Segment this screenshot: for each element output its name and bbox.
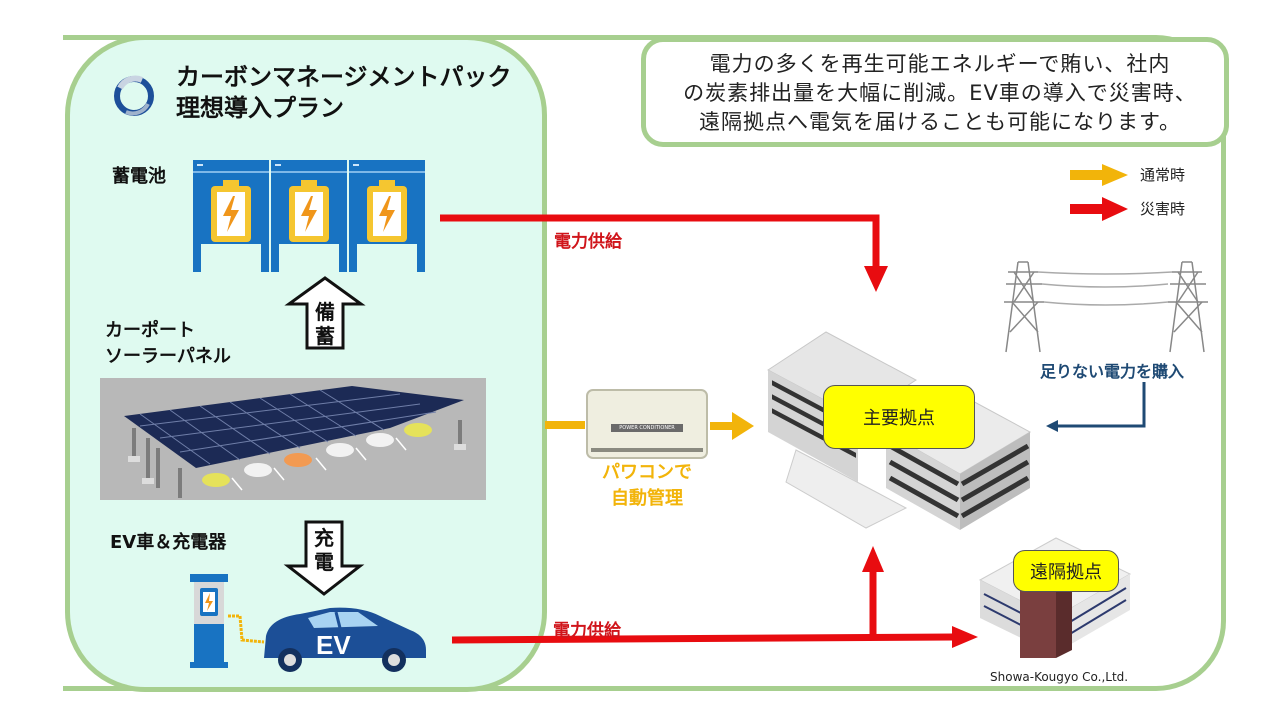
legend-disaster-label: 災害時 [1140, 200, 1186, 218]
main-site-tag: 主要拠点 [823, 385, 975, 449]
grid-purchase-label: 足りない電力を購入 [1040, 362, 1185, 381]
solar-label: カーポート ソーラーパネル [105, 320, 231, 367]
ev-car-icon: EV [264, 607, 426, 672]
solar-to-conditioner-yellow-line [545, 421, 585, 429]
battery-label: 蓄電池 [112, 166, 166, 187]
battery-supply-label: 電力供給 [554, 232, 622, 252]
solar-carport-illustration [100, 378, 486, 500]
power-conditioner-plate: POWER CONDITIONER [619, 425, 675, 431]
remote-site-building-icon [978, 537, 1132, 658]
company-credit: Showa-Kougyo Co.,Ltd. [990, 670, 1129, 684]
power-conditioner-icon [586, 389, 708, 459]
charge-down-arrow-icon [283, 520, 365, 596]
ev-charger-icon [190, 574, 228, 668]
ring-logo-icon [114, 75, 154, 116]
charging-cable [228, 614, 265, 644]
yellow-arrow-icon [1070, 164, 1128, 186]
battery-storage-icon [193, 159, 426, 273]
grid-purchase-navy-arrow [1046, 382, 1146, 432]
conditioner-to-main-yellow-arrow [710, 412, 754, 440]
page-title: カーボンマネージメントパック 理想導入プラン [176, 63, 512, 122]
remote-site-tag: 遠隔拠点 [1013, 550, 1119, 592]
description-text: 電力の多くを再生可能エネルギーで賄い、社内 の炭素排出量を大幅に削減。EV車の導… [683, 52, 1197, 134]
store-up-arrow-icon [284, 276, 366, 350]
red-arrow-icon [1070, 197, 1128, 221]
description-box [641, 37, 1229, 147]
battery-supply-red-arrow [440, 214, 888, 292]
power-conditioner-label: パワコンで 自動管理 [602, 462, 692, 509]
legend-normal-label: 通常時 [1140, 166, 1186, 184]
charge-arrow-label: 充電 [314, 526, 334, 574]
power-transmission-towers-icon [1004, 261, 1208, 353]
ev-car-text: EV [316, 630, 351, 660]
ev-supply-red-arrow [451, 546, 978, 648]
store-arrow-label: 備蓄 [315, 300, 335, 348]
left-panel [65, 35, 547, 692]
outer-frame [63, 35, 1226, 691]
ev-supply-label: 電力供給 [553, 621, 621, 641]
ev-charger-label: EV車＆充電器 [110, 532, 227, 553]
